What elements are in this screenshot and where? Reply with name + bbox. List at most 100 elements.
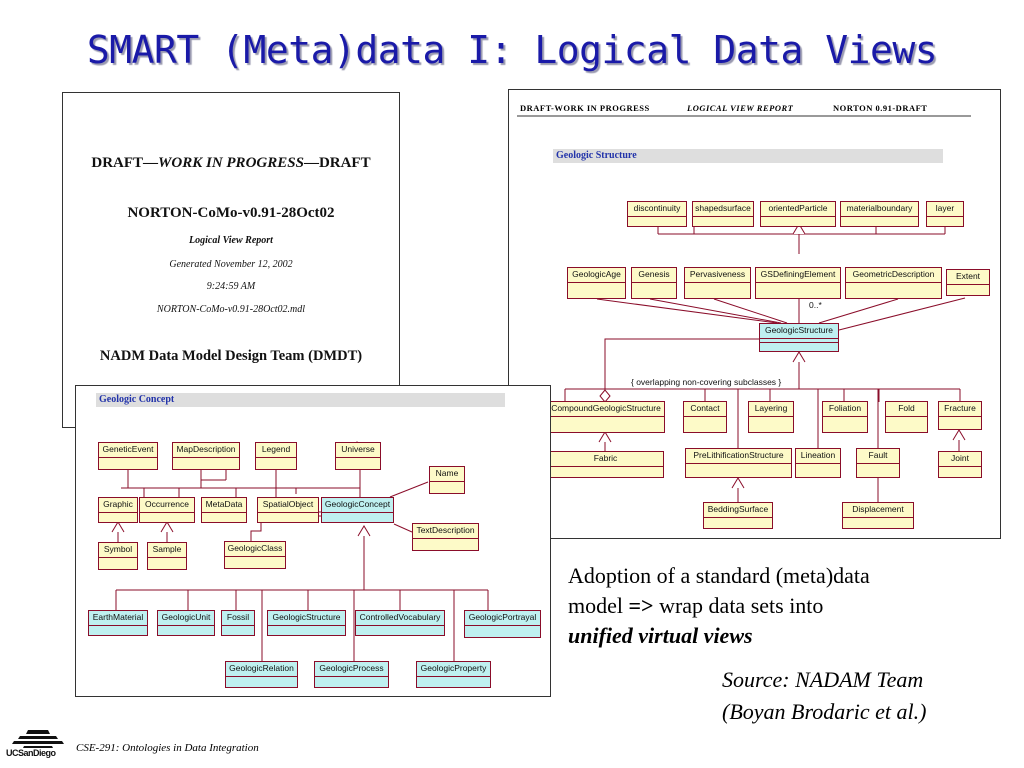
geologic-structure-report: DRAFT-WORK IN PROGRESS LOGICAL VIEW REPO… <box>508 89 1001 539</box>
uml-class-name: Joint <box>939 452 981 467</box>
cover-generated-date: Generated November 12, 2002 <box>169 259 293 270</box>
uml-class-name: Foliation <box>823 402 867 417</box>
uml-class-textdescription: TextDescription <box>412 523 479 551</box>
footer-course-name: CSE-291: Ontologies in Data Integration <box>76 742 259 754</box>
uml-class-name: ControlledVocabulary <box>356 611 444 626</box>
uml-class-name: CompoundGeologicStructure <box>548 402 664 417</box>
uml-class-name: GeologicAge <box>568 268 625 283</box>
uml-class-sample: Sample <box>147 542 187 570</box>
uml-class-beddingsurface: BeddingSurface <box>703 502 773 529</box>
uml-class-materialboundary: materialboundary <box>840 201 919 227</box>
uml-class-geometricdescription: GeometricDescription <box>845 267 942 299</box>
uml-class-name: Layering <box>749 402 793 417</box>
uml-class-name: PreLithificationStructure <box>686 449 791 464</box>
uml-class-geologicprocess: GeologicProcess <box>314 661 389 688</box>
uml-class-displacement: Displacement <box>842 502 914 529</box>
uml-class-name: Fracture <box>939 402 981 417</box>
uml-class-pervasiveness: Pervasiveness <box>684 267 751 299</box>
uml-class-fault: Fault <box>856 448 900 478</box>
report-header-right: NORTON 0.91-DRAFT <box>833 103 928 113</box>
uml-class-geologicconcept: GeologicConcept <box>321 497 394 523</box>
cover-draft-post: —DRAFT <box>303 155 371 171</box>
uml-class-name: Occurrence <box>140 498 194 513</box>
geologic-concept-heading: Geologic Concept <box>96 393 505 407</box>
uml-class-name: Name <box>429 466 465 494</box>
uml-class-name: Sample <box>148 543 186 558</box>
subclass-constraint-label: { overlapping non-covering subclasses } <box>631 377 782 387</box>
source-line-2: (Boyan Brodaric et al.) <box>722 699 927 724</box>
uml-class-name: Legend <box>256 443 296 458</box>
caption-line-2-start: model <box>568 593 629 618</box>
uml-class-geologicage: GeologicAge <box>567 267 626 299</box>
source-line-1: Source: NADAM Team <box>722 667 924 692</box>
uml-class-name: TextDescription <box>413 524 478 539</box>
uml-class-universe: Universe <box>335 442 381 470</box>
uml-class-geologicunit: GeologicUnit <box>157 610 215 636</box>
uml-class-name: MetaData <box>202 498 246 513</box>
report-header-left: DRAFT-WORK IN PROGRESS <box>520 103 650 113</box>
uml-class-name: SpatialObject <box>258 498 318 513</box>
uml-class-fracture: Fracture <box>938 401 982 430</box>
uml-class-name: BeddingSurface <box>704 503 772 518</box>
geologic-concept-report: Geologic Concept GeneticEvent MapDescrip… <box>75 385 551 697</box>
uml-class-name: Name <box>430 467 464 482</box>
cover-draft-emphasis: WORK IN PROGRESS <box>158 155 304 171</box>
uml-class-geneticevent: GeneticEvent <box>98 442 158 470</box>
uml-class-geologicrelation: GeologicRelation <box>225 661 298 688</box>
uml-class-geologicstructure-main: GeologicStructure <box>759 323 839 352</box>
uml-class-name: GeologicProcess <box>315 662 388 677</box>
uml-class-metadata: MetaData <box>201 497 247 523</box>
uml-class-name: GSDefiningElement <box>756 268 840 283</box>
uml-class-discontinuity: discontinuity <box>627 201 687 227</box>
structure-connectors <box>517 115 971 502</box>
uml-class-name: Fossil <box>222 611 254 626</box>
caption-line-3: unified virtual views <box>568 623 753 648</box>
uml-class-compoundgeologicstructure: CompoundGeologicStructure <box>547 401 665 433</box>
caption-arrow: => <box>628 593 654 618</box>
uml-class-name: Graphic <box>99 498 137 513</box>
uml-class-name: Universe <box>336 443 380 458</box>
caption-line-2: model => wrap data sets into <box>568 591 988 621</box>
uml-class-foliation: Foliation <box>822 401 868 433</box>
uml-class-lineation: Lineation <box>795 448 841 478</box>
uml-class-name: Symbol <box>99 543 137 558</box>
uml-class-name: GeologicClass <box>225 542 285 557</box>
uml-class-geologicportrayal: GeologicPortrayal <box>464 610 541 638</box>
uml-class-layering: Layering <box>748 401 794 433</box>
uml-class-prelithificationstructure: PreLithificationStructure <box>685 448 792 478</box>
caption-line-1: Adoption of a standard (meta)data <box>568 563 870 588</box>
slide-caption: Adoption of a standard (meta)data model … <box>568 561 988 651</box>
uml-class-name: Genesis <box>632 268 676 283</box>
uml-class-fabric: Fabric <box>547 451 664 478</box>
cover-draft-pre: DRAFT— <box>91 155 159 171</box>
cover-model-name: NORTON-CoMo-v0.91-28Oct02 <box>127 205 335 221</box>
uml-class-geologicstructure: GeologicStructure <box>267 610 346 636</box>
uml-class-spatialobject: SpatialObject <box>257 497 319 523</box>
uml-class-name: shapedsurface <box>693 202 753 217</box>
uml-class-name: layer <box>927 202 963 217</box>
uml-class-name: Extent <box>947 270 989 285</box>
uml-class-name: Pervasiveness <box>685 268 750 283</box>
uml-class-occurrence: Occurrence <box>139 497 195 523</box>
uml-class-controlledvocabulary: ControlledVocabulary <box>355 610 445 636</box>
uml-class-mapdescription: MapDescription <box>172 442 240 470</box>
geologic-structure-heading: Geologic Structure <box>553 149 943 163</box>
uml-class-name: discontinuity <box>628 202 686 217</box>
uml-class-name: GeologicPortrayal <box>465 611 540 626</box>
uml-class-gsdefiningelement: GSDefiningElement <box>755 267 841 299</box>
source-attribution: Source: NADAM Team (Boyan Brodaric et al… <box>722 664 926 728</box>
slide-title: SMART (Meta)data I: Logical Data Views <box>86 28 938 72</box>
uml-class-fossil: Fossil <box>221 610 255 636</box>
uml-class-genesis: Genesis <box>631 267 677 299</box>
uml-class-orientedparticle: orientedParticle <box>760 201 836 227</box>
uml-class-name: materialboundary <box>841 202 918 217</box>
uml-class-symbol: Symbol <box>98 542 138 570</box>
uml-class-name: GeologicUnit <box>158 611 214 626</box>
uml-class-name: GeometricDescription <box>846 268 941 283</box>
uml-class-name: Fault <box>857 449 899 464</box>
uml-class-name: Contact <box>684 402 726 417</box>
uml-class-name: GeologicStructure <box>760 324 838 339</box>
ucsd-logo-text: UCSanDiego <box>6 748 56 758</box>
multiplicity-label: 0..* <box>809 300 822 310</box>
uml-class-name: GeologicRelation <box>226 662 297 677</box>
